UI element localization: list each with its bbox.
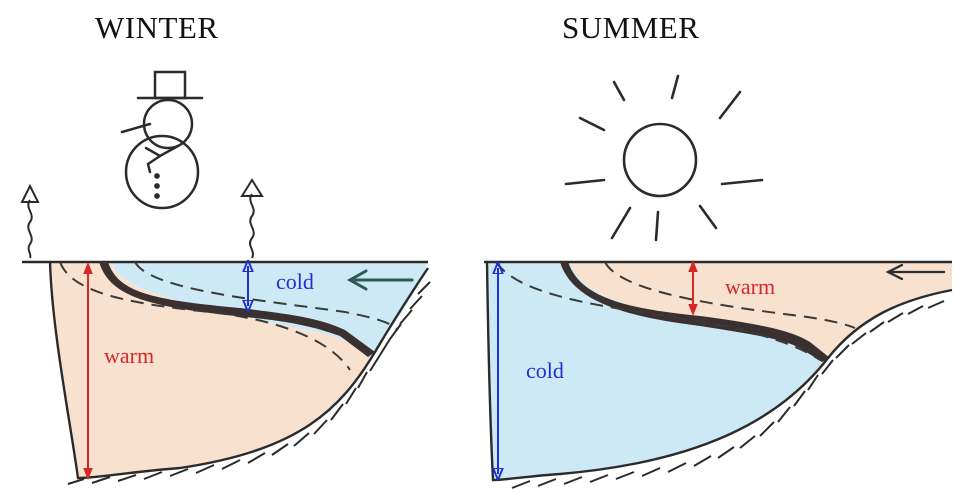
summer-warm-label: warm [725, 274, 776, 299]
winter-wind-arrow-icon [346, 269, 414, 291]
summer-wind-arrow-icon [885, 263, 946, 281]
winter-panel [20, 70, 431, 485]
winter-cold-label: cold [276, 269, 314, 294]
summer-basin-bottom [485, 261, 953, 482]
winter-vapor-right-icon [240, 178, 264, 259]
winter-dashed-line-upper [134, 261, 399, 331]
summer-title: SUMMER [562, 10, 700, 45]
summer-cold-water [487, 262, 828, 480]
winter-warm-label: warm [104, 343, 155, 368]
summer-panel [484, 74, 953, 489]
winter-vapor-left-icon [20, 183, 40, 259]
summer-cold-label: cold [526, 358, 564, 383]
sun-icon [564, 74, 764, 242]
summer-warm-water [570, 262, 952, 358]
summer-dashed-line-upper [604, 261, 856, 329]
winter-warm-water [50, 262, 375, 478]
winter-thermocline [99, 262, 375, 357]
summer-dashed-line-lower [495, 261, 821, 361]
winter-bottom-hatching [67, 281, 431, 485]
snowman-icon [120, 70, 204, 210]
summer-bottom-hatching [511, 300, 945, 489]
winter-cold-water [112, 262, 428, 352]
winter-basin-bottom [48, 261, 429, 480]
winter-dashed-line-lower [59, 261, 351, 371]
winter-title: WINTER [95, 10, 219, 45]
